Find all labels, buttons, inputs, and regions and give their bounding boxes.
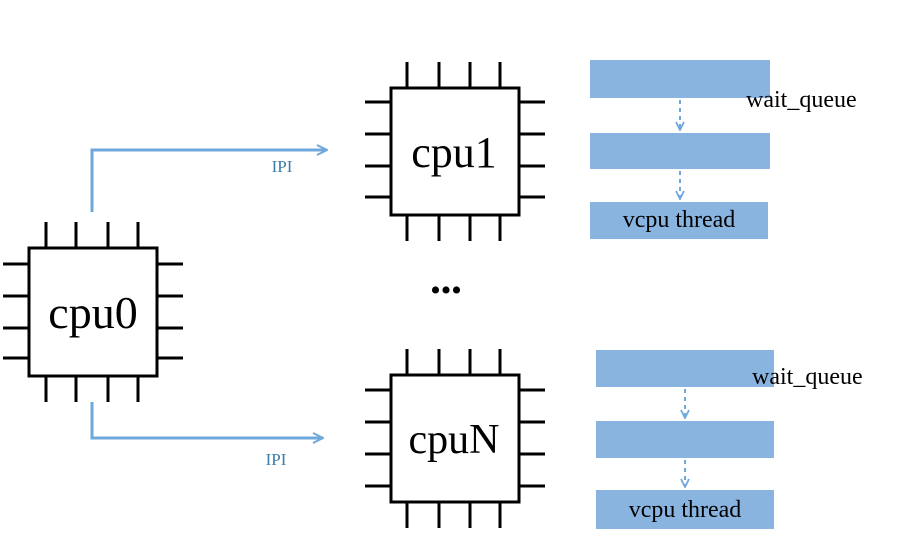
queue-bottom-box-1 <box>596 350 774 387</box>
wait-queue-bottom: wait_queue vcpu thread <box>596 350 863 529</box>
wait-queue-top: wait_queue vcpu thread <box>590 60 857 239</box>
ipi-bottom-label: IPI <box>266 450 287 469</box>
queue-bottom-box-3 <box>596 490 774 529</box>
queue-bottom-box-2 <box>596 421 774 458</box>
vcpu-thread-bottom-label: vcpu thread <box>629 497 742 523</box>
cpu1-chip: cpu1 <box>365 62 545 241</box>
wait-queue-bottom-label: wait_queue <box>752 364 863 390</box>
ellipsis-label: ••• <box>430 274 462 307</box>
cpu0-chip: cpu0 <box>3 222 183 402</box>
wait-queue-top-label: wait_queue <box>746 87 857 113</box>
ipi-top-label: IPI <box>272 157 293 176</box>
cpu1-label: cpu1 <box>411 128 497 177</box>
vcpu-thread-top-label: vcpu thread <box>623 207 736 233</box>
queue-top-box-1 <box>590 60 770 98</box>
cpu0-label: cpu0 <box>48 287 137 338</box>
ipi-arrow-bottom: IPI <box>90 402 323 469</box>
ipi-arrow-top: IPI <box>90 150 327 212</box>
cpuN-chip: cpuN <box>365 349 545 528</box>
cpuN-label: cpuN <box>409 417 500 463</box>
queue-top-box-2 <box>590 133 770 169</box>
queue-top-box-3 <box>590 202 768 239</box>
